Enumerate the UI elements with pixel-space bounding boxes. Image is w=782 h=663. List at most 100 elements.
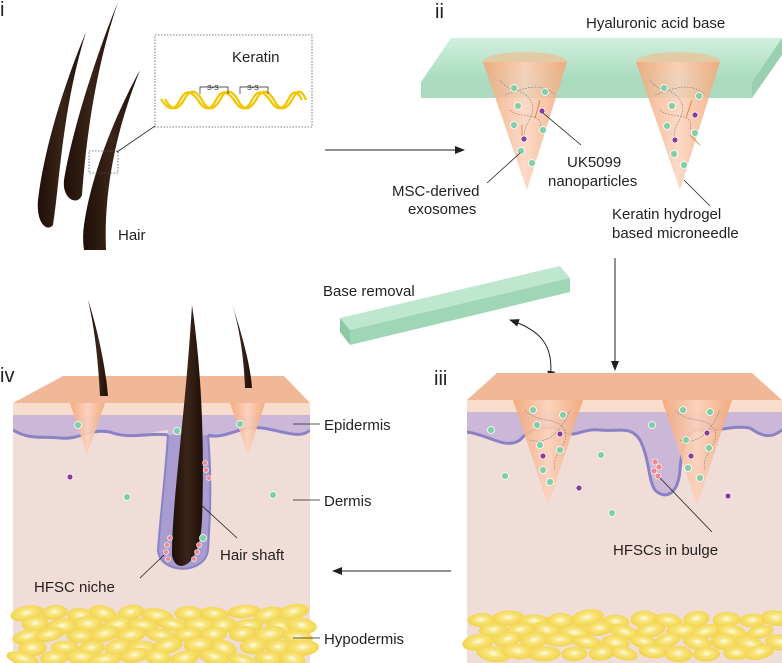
nanoparticles — [66, 473, 74, 481]
panel-label-ii: ii — [435, 1, 444, 23]
dermis-label: Dermis — [324, 493, 372, 510]
fat-cell — [198, 648, 230, 663]
epidermis-label: Epidermis — [324, 417, 391, 434]
nanoparticles-label: UK5099 — [567, 154, 621, 171]
fat-cell — [228, 625, 256, 642]
fat-cell — [170, 650, 200, 663]
exosomes — [487, 406, 714, 517]
fat-cell — [66, 629, 95, 644]
fat-cell — [638, 644, 668, 659]
fat-cell — [278, 650, 306, 663]
base-removal-label: Base removal — [323, 283, 415, 300]
disulfide-bond: S-S — [239, 85, 269, 94]
fat-cell — [253, 625, 287, 644]
fat-cell — [746, 624, 774, 640]
panel-label-iv: iv — [0, 365, 14, 387]
hair-shaft-label: Hair shaft — [220, 547, 285, 564]
fat-cell — [265, 639, 292, 656]
fat-cell — [41, 605, 68, 620]
exosomes — [74, 420, 277, 542]
hair-strand — [37, 32, 86, 228]
fat-cell — [88, 652, 122, 663]
hair-strand — [232, 303, 252, 388]
hfsc-niche-cells — [163, 460, 212, 562]
microneedle-label: Keratin hydrogel — [612, 206, 721, 223]
fat-cell — [21, 615, 49, 632]
fat-cell — [277, 603, 310, 621]
fat-cell — [286, 617, 317, 634]
fat-cell — [73, 615, 104, 633]
hair-strand — [63, 2, 118, 201]
keratin-inset — [154, 34, 313, 128]
fat-cell — [226, 653, 258, 663]
fat-cell — [585, 621, 614, 637]
hair-strand — [83, 70, 140, 250]
fat-cell — [683, 610, 710, 628]
niche-leader — [139, 554, 165, 579]
nanoparticles — [539, 429, 732, 500]
fat-cell — [500, 643, 535, 660]
fat-layer — [6, 603, 319, 663]
fat-cell — [723, 646, 750, 661]
fat-cell — [520, 632, 549, 649]
fat-cell — [156, 617, 188, 632]
exosomes-label: exosomes — [408, 201, 476, 218]
skin-block-iii — [462, 373, 782, 663]
hfscs-in-bulge-label: HFSCs in bulge — [613, 542, 718, 559]
hair-strand — [88, 300, 108, 396]
fat-cell — [494, 631, 522, 648]
fat-cell — [254, 651, 283, 663]
svg-text:S-S: S-S — [247, 85, 259, 92]
fat-cell — [609, 646, 638, 661]
fat-cell — [528, 646, 561, 662]
fat-cell — [745, 644, 775, 661]
microneedle — [636, 52, 720, 190]
hfsc-cluster — [650, 458, 663, 480]
hyaluronic-acid-base-label: Hyaluronic acid base — [586, 15, 725, 32]
fat-cell — [588, 644, 616, 661]
exosomes-label: MSC-derived — [392, 183, 480, 200]
panel-label-i: i — [0, 0, 4, 21]
nanoparticles-label: nanoparticles — [548, 173, 637, 190]
keratin-helix — [160, 90, 308, 110]
disulfide-bond: S-S — [199, 85, 229, 94]
fat-cell — [239, 637, 267, 655]
hfsc-niche-label: HFSC niche — [34, 579, 115, 596]
fat-cell — [117, 604, 144, 621]
fat-cell — [654, 632, 681, 648]
removed-base — [340, 266, 570, 345]
fat-cell — [664, 645, 693, 663]
fat-cell — [682, 634, 712, 651]
fat-layer — [462, 609, 782, 663]
fat-cell — [119, 647, 150, 663]
fat-cell — [760, 610, 782, 627]
fat-cell — [491, 610, 525, 626]
fat-cell — [561, 646, 588, 662]
fat-cell — [18, 640, 47, 657]
fat-cell — [144, 649, 171, 663]
base-removal-arrow — [509, 319, 556, 381]
fat-cell — [710, 633, 738, 651]
microneedle — [483, 52, 567, 190]
hair-shaft — [172, 305, 203, 566]
fat-cell — [50, 640, 79, 654]
exosomes — [510, 84, 703, 169]
fat-cell — [544, 633, 576, 647]
fat-cell — [39, 650, 69, 663]
microneedle-label: based microneedle — [612, 225, 739, 242]
fat-cell — [739, 613, 767, 628]
nanoparticles — [520, 107, 699, 144]
hypodermis-label: Hypodermis — [324, 631, 404, 648]
fat-cell — [712, 611, 741, 628]
panel-label-iii: iii — [434, 368, 447, 390]
hyaluronic-acid-base — [421, 38, 782, 98]
fat-cell — [692, 647, 721, 662]
fat-cell — [34, 627, 65, 643]
microneedle-leader — [683, 179, 711, 207]
fat-cell — [6, 651, 40, 663]
hair-strands — [37, 2, 140, 250]
keratin-title: Keratin — [232, 49, 280, 66]
fat-cell — [89, 625, 121, 643]
fat-cell — [571, 635, 601, 649]
